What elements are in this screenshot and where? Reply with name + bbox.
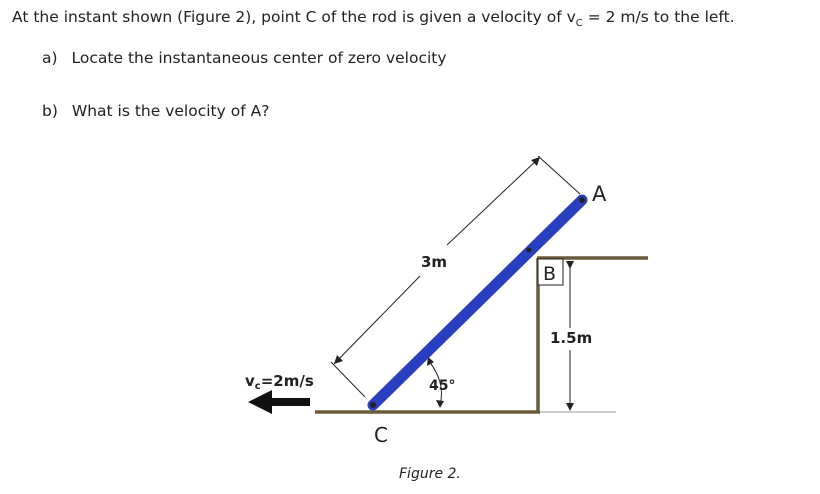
- velocity-arrow-icon: [248, 390, 310, 414]
- velocity-label-sub: c: [255, 381, 261, 392]
- point-a-marker: [579, 197, 585, 203]
- point-b-box: [537, 258, 564, 286]
- part-a: a) Locate the instantaneous center of zer…: [42, 49, 447, 67]
- problem-stem-suffix: = 2 m/s to the left.: [582, 8, 735, 26]
- problem-stem-prefix: At the instant shown (Figure 2), point C…: [12, 8, 576, 26]
- figure-caption: Figure 2.: [399, 466, 461, 482]
- velocity-label: vc=2m/s: [245, 372, 314, 392]
- part-b-marker: b): [42, 102, 58, 120]
- angle-label: 45°: [429, 378, 455, 394]
- height-label: 1.5m: [550, 329, 592, 347]
- problem-statement: At the instant shown (Figure 2), point C…: [12, 8, 735, 29]
- velocity-label-v: v: [245, 372, 255, 390]
- problem-stem-subscript: C: [575, 18, 583, 30]
- point-b-marker: [526, 247, 532, 253]
- point-b-label: B: [543, 263, 556, 285]
- part-b-text: What is the velocity of A?: [71, 102, 270, 120]
- rod-length-dimension: [330, 155, 581, 398]
- part-b: b) What is the velocity of A?: [42, 102, 269, 120]
- point-a-label: A: [592, 182, 607, 206]
- angle-arc-arrowhead: [427, 357, 434, 366]
- ground-surface: [315, 256, 648, 414]
- velocity-label-rest: =2m/s: [261, 372, 314, 390]
- part-a-marker: a): [42, 49, 58, 67]
- rod-length-label: 3m: [421, 253, 447, 271]
- point-c-marker: [370, 402, 376, 408]
- angle-arc-arrowhead-lower: [436, 400, 444, 408]
- point-c-label: C: [374, 423, 388, 447]
- rod: [367, 194, 588, 411]
- part-a-text: Locate the instantaneous center of zero …: [71, 49, 447, 67]
